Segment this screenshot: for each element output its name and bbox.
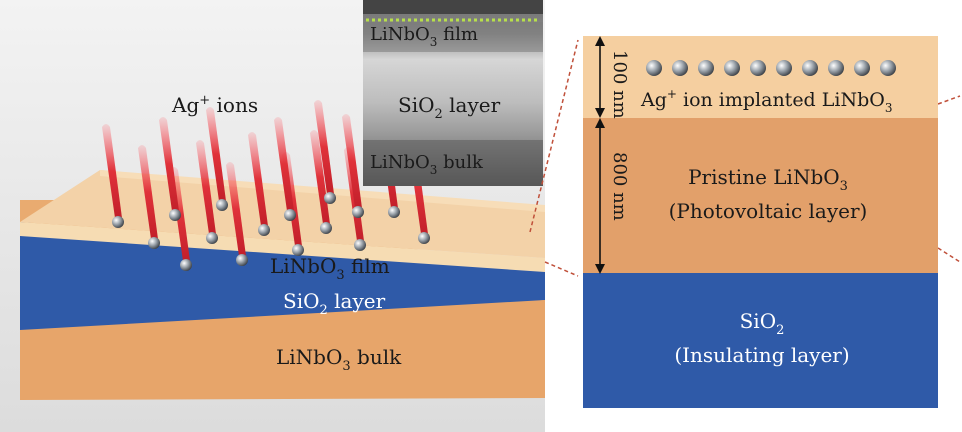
implanted-ion-sphere [672, 60, 688, 76]
ion-sphere [258, 224, 270, 236]
implanted-ions [646, 60, 896, 76]
ion-trail [206, 107, 226, 201]
pristine-label: Pristine LiNbO3 [688, 165, 848, 194]
implanted-ion-sphere [776, 60, 792, 76]
sio2-label: SiO2 layer [283, 289, 386, 318]
bulk-layer-front [20, 300, 545, 400]
tem-top-band [363, 0, 543, 14]
cross-section [583, 36, 938, 408]
implanted-ion-sphere [646, 60, 662, 76]
bulk-label: LiNbO3 bulk [276, 345, 402, 374]
pristine-layer [583, 118, 938, 273]
ion-trail [314, 100, 334, 194]
sio2-right-label: SiO2 [740, 309, 785, 338]
ion-trail [196, 140, 216, 234]
dimension-bottom-label: 800 nm [609, 152, 630, 221]
dimension-100nm: 100 nm [595, 36, 630, 119]
sio2-insulating-layer [583, 273, 938, 408]
photovoltaic-label: (Photovoltaic layer) [669, 199, 868, 223]
zoom-guide-bottom [544, 261, 579, 277]
implanted-ion-sphere [750, 60, 766, 76]
zoom-guide-top [529, 39, 579, 233]
implanted-layer [583, 36, 938, 118]
implanted-ion-sphere [854, 60, 870, 76]
tem-sio2-label: SiO2 layer [398, 93, 501, 122]
ion-sphere [352, 206, 364, 218]
ion-sphere [388, 206, 400, 218]
ion-sphere [206, 232, 218, 244]
ion-sphere [320, 222, 332, 234]
ion-sphere [169, 209, 181, 221]
ion-trail [159, 117, 179, 211]
ion-sphere [292, 244, 304, 256]
ion-sphere [112, 216, 124, 228]
implanted-ion-sphere [724, 60, 740, 76]
dimension-top-label: 100 nm [609, 50, 630, 119]
tem-film-label: LiNbO3 film [370, 24, 478, 49]
ion-sphere [284, 209, 296, 221]
ion-trail [342, 114, 362, 208]
implanted-ion-sphere [698, 60, 714, 76]
tem-inset: LiNbO3 film SiO2 layer LiNbO3 bulk [363, 0, 543, 186]
ion-trail [138, 145, 158, 239]
ion-trail [248, 132, 268, 226]
ion-sphere [354, 239, 366, 251]
ion-sphere [236, 254, 248, 266]
ion-sphere [216, 199, 228, 211]
ion-label: Ag+ ions [171, 93, 258, 117]
insulating-label: (Insulating layer) [674, 343, 849, 367]
dimension-800nm: 800 nm [595, 118, 630, 274]
ion-trail [226, 162, 246, 256]
ion-trail [274, 117, 294, 211]
ion-sphere [148, 237, 160, 249]
ion-sphere [324, 192, 336, 204]
implanted-ion-sphere [802, 60, 818, 76]
zoom-guide-right-bottom [937, 247, 961, 263]
ion-sphere [180, 259, 192, 271]
ion-trail [102, 124, 122, 218]
tem-bulk-label: LiNbO3 bulk [370, 152, 484, 177]
implanted-label: Ag+ ion implanted LiNbO3 [640, 87, 892, 115]
ion-sphere [418, 232, 430, 244]
implanted-ion-sphere [828, 60, 844, 76]
sio2-layer [20, 222, 545, 352]
tem-bulk-band [363, 140, 543, 186]
zoom-guide-right-top [937, 95, 961, 105]
film-label: LiNbO3 film [270, 254, 390, 283]
tem-film-band [363, 22, 543, 52]
implanted-ion-sphere [880, 60, 896, 76]
